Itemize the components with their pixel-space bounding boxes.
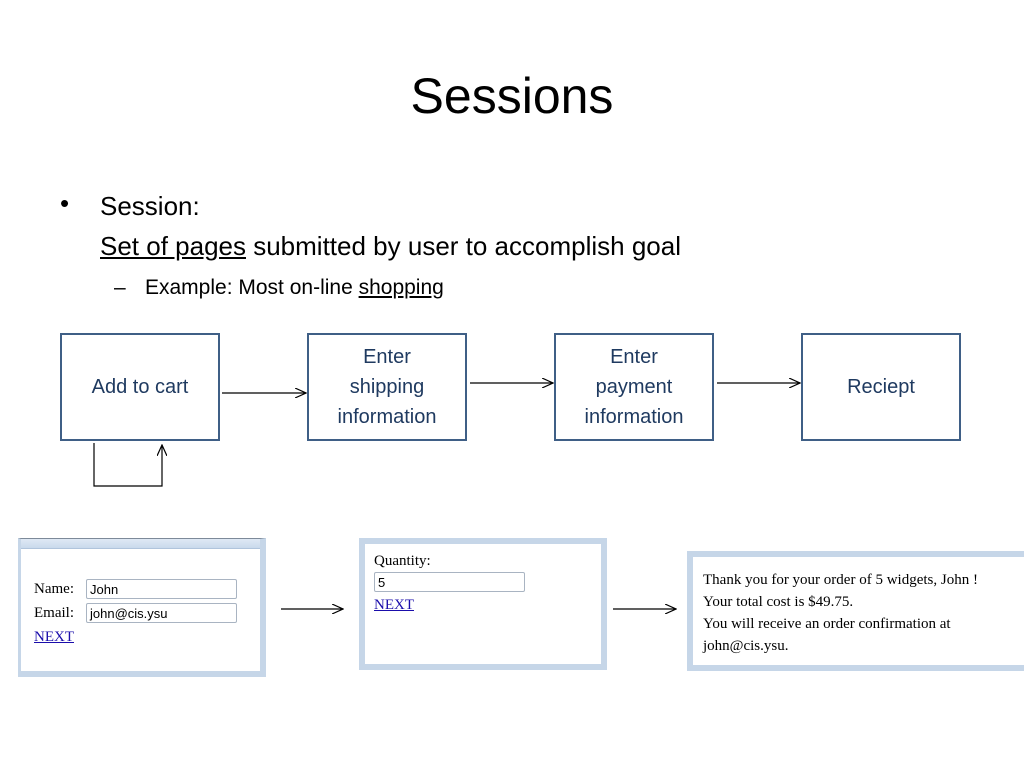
flow-box-line: shipping bbox=[349, 376, 425, 398]
flow-box-receipt: Reciept bbox=[801, 333, 961, 441]
email-label: Email: bbox=[34, 605, 74, 621]
session-definition: Set of pages submitted by user to accomp… bbox=[100, 226, 681, 266]
next-link[interactable]: NEXT bbox=[34, 629, 74, 645]
session-bullet: Session: Set of pages submitted by user … bbox=[100, 186, 681, 266]
example-prefix: Example: Most on-line bbox=[145, 276, 359, 299]
receipt-line: Thank you for your order of 5 widgets, J… bbox=[703, 572, 978, 588]
flow-box-payment: Enter payment information bbox=[554, 333, 714, 441]
sub-bullet-dash: – bbox=[114, 276, 126, 299]
flow-box-line: payment bbox=[595, 376, 673, 398]
receipt-line: Your total cost is $49.75. bbox=[703, 594, 854, 610]
name-label: Name: bbox=[34, 581, 74, 597]
example-sub-bullet: Example: Most on-line shopping bbox=[145, 276, 444, 300]
shopping-term: shopping bbox=[358, 276, 444, 299]
arrow-cart-loop bbox=[93, 443, 162, 487]
quantity-label: Quantity: bbox=[374, 553, 431, 569]
set-of-pages-term: Set of pages bbox=[100, 231, 246, 261]
flow-box-line: Add to cart bbox=[91, 376, 189, 398]
flow-box-add-to-cart: Add to cart bbox=[60, 333, 220, 441]
screenshot-receipt: Thank you for your order of 5 widgets, J… bbox=[687, 551, 1024, 671]
session-label: Session: bbox=[100, 191, 200, 221]
receipt-message: Thank you for your order of 5 widgets, J… bbox=[703, 569, 978, 657]
email-field[interactable]: john@cis.ysu bbox=[86, 603, 237, 623]
screenshot-quantity-form: Quantity: 5 NEXT bbox=[359, 538, 607, 670]
flow-box-line: information bbox=[584, 406, 684, 428]
receipt-line: john@cis.ysu. bbox=[703, 638, 789, 654]
quantity-field[interactable]: 5 bbox=[374, 572, 525, 592]
flow-box-line: information bbox=[337, 406, 437, 428]
next-link[interactable]: NEXT bbox=[374, 597, 414, 613]
definition-rest: submitted by user to accomplish goal bbox=[246, 231, 681, 261]
window-titlebar bbox=[21, 539, 260, 549]
name-field[interactable]: John bbox=[86, 579, 237, 599]
slide-title: Sessions bbox=[410, 68, 614, 124]
screenshot-customer-form: Name: John Email: john@cis.ysu NEXT bbox=[18, 538, 266, 677]
bullet-dot: • bbox=[60, 188, 70, 218]
receipt-line: You will receive an order confirmation a… bbox=[703, 616, 951, 632]
flow-box-line: Enter bbox=[610, 346, 658, 368]
flow-box-line: Enter bbox=[363, 346, 411, 368]
flow-box-line: Reciept bbox=[847, 376, 915, 398]
flow-box-shipping: Enter shipping information bbox=[307, 333, 467, 441]
